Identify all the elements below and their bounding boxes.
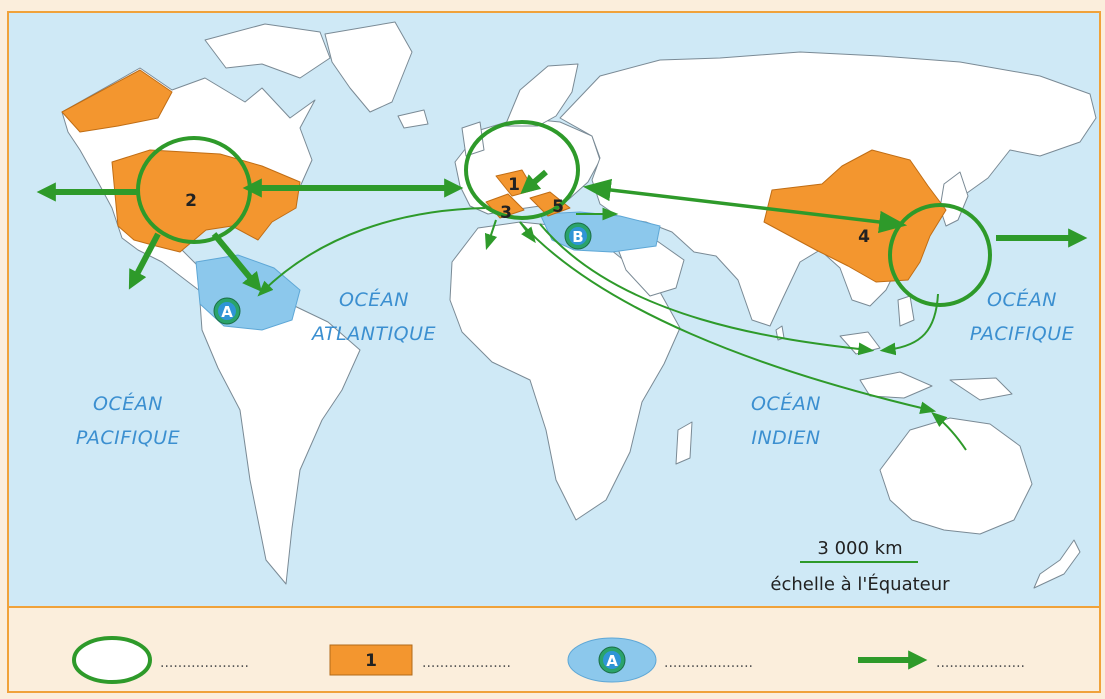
flows-main <box>36 169 1088 292</box>
legend-item-periphery: A .................... <box>567 637 753 683</box>
flow-europe-inward <box>520 169 548 194</box>
periphery-label-b: B <box>572 228 583 246</box>
scale-bar: 3 000 km échelle à l'Équateur <box>770 538 950 595</box>
figure-border <box>7 11 1101 693</box>
poles <box>136 120 992 307</box>
ocean-label-indian-line-2: INDIEN <box>751 427 820 449</box>
indonesia <box>859 371 933 399</box>
legend-item-pole: .................... <box>72 636 249 684</box>
flow-europe-to-caribbean <box>257 207 486 297</box>
ocean-labels: OCÉAN PACIFIQUE OCÉAN ATLANTIQUE OCÉAN I… <box>76 288 1074 449</box>
pole-north-america <box>136 136 252 244</box>
center-number-europe-north: 1 <box>508 175 520 195</box>
new-zealand <box>1033 539 1081 589</box>
center-alaska <box>61 69 173 133</box>
ocean-label-pacific-west-line-2: PACIFIQUE <box>76 427 180 449</box>
scale-note: échelle à l'Équateur <box>770 573 950 595</box>
philippines <box>897 295 915 327</box>
legend: .................... 1 .................… <box>72 636 1025 684</box>
legend-item-flow: .................... <box>858 650 1025 671</box>
flows-medium <box>582 178 908 234</box>
legend-center-blank: .................... <box>422 655 511 671</box>
flow-europe-east-asia <box>582 178 908 234</box>
center-number-europe-west: 3 <box>500 203 512 223</box>
center-number-europe-east: 5 <box>552 197 564 217</box>
periphery-label-a: A <box>221 303 233 321</box>
center-north-america <box>111 149 301 253</box>
center-number-north-america: 2 <box>185 191 197 211</box>
flow-australia-to-asia <box>931 411 967 451</box>
center-number-east-asia: 4 <box>858 227 870 247</box>
scale-distance: 3 000 km <box>817 538 902 559</box>
ocean-label-atlantic-line-2: ATLANTIQUE <box>310 323 436 345</box>
new-guinea <box>949 377 1013 401</box>
pole-east-asia <box>888 203 992 307</box>
legend-periphery-blank: .................... <box>664 655 753 671</box>
flow-north-america-south-1 <box>128 232 161 290</box>
legend-pole-symbol <box>72 636 152 684</box>
flow-europe-to-southeast-asia-1 <box>539 223 875 356</box>
flow-north-america-south-2 <box>211 232 262 292</box>
ocean-label-atlantic-line-1: OCÉAN <box>339 288 409 311</box>
legend-periphery-badge-core <box>603 651 621 669</box>
periphery-badges: A B <box>213 222 592 325</box>
map-panel: A B 2 1 3 5 4 OCÉAN PACIFIQUE OCÉAN ATLA… <box>9 13 1099 608</box>
legend-periphery-letter: A <box>606 652 618 670</box>
flow-europe-to-west-africa <box>484 219 498 251</box>
flows-secondary <box>257 207 967 451</box>
center-numbers: 2 1 3 5 4 <box>185 175 870 247</box>
ocean-label-pacific-east-line-2: PACIFIQUE <box>970 323 1074 345</box>
ocean-label-pacific-east-line-1: OCÉAN <box>987 288 1057 311</box>
legend-center-number: 1 <box>365 651 377 671</box>
greenland <box>324 21 413 113</box>
legend-flow-blank: .................... <box>936 655 1025 671</box>
legend-center-symbol <box>329 644 413 676</box>
legend-item-center: 1 .................... <box>329 644 511 676</box>
center-europe-east <box>529 191 571 217</box>
madagascar <box>675 421 693 465</box>
ocean-label-indian-line-1: OCÉAN <box>751 392 821 415</box>
periphery-badge-a: A <box>213 297 241 325</box>
legend-pole-blank: .................... <box>160 655 249 671</box>
iceland <box>397 109 429 129</box>
british-isles <box>461 121 485 157</box>
flow-europe-to-north-africa <box>519 221 536 244</box>
arctic-islands <box>204 23 331 79</box>
south-america <box>199 289 361 585</box>
flow-europe-to-southeast-asia-2 <box>519 221 937 415</box>
pole-europe <box>464 120 580 220</box>
ocean-label-pacific-west-line-1: OCÉAN <box>93 392 163 415</box>
periphery-badge-b: B <box>564 222 592 250</box>
